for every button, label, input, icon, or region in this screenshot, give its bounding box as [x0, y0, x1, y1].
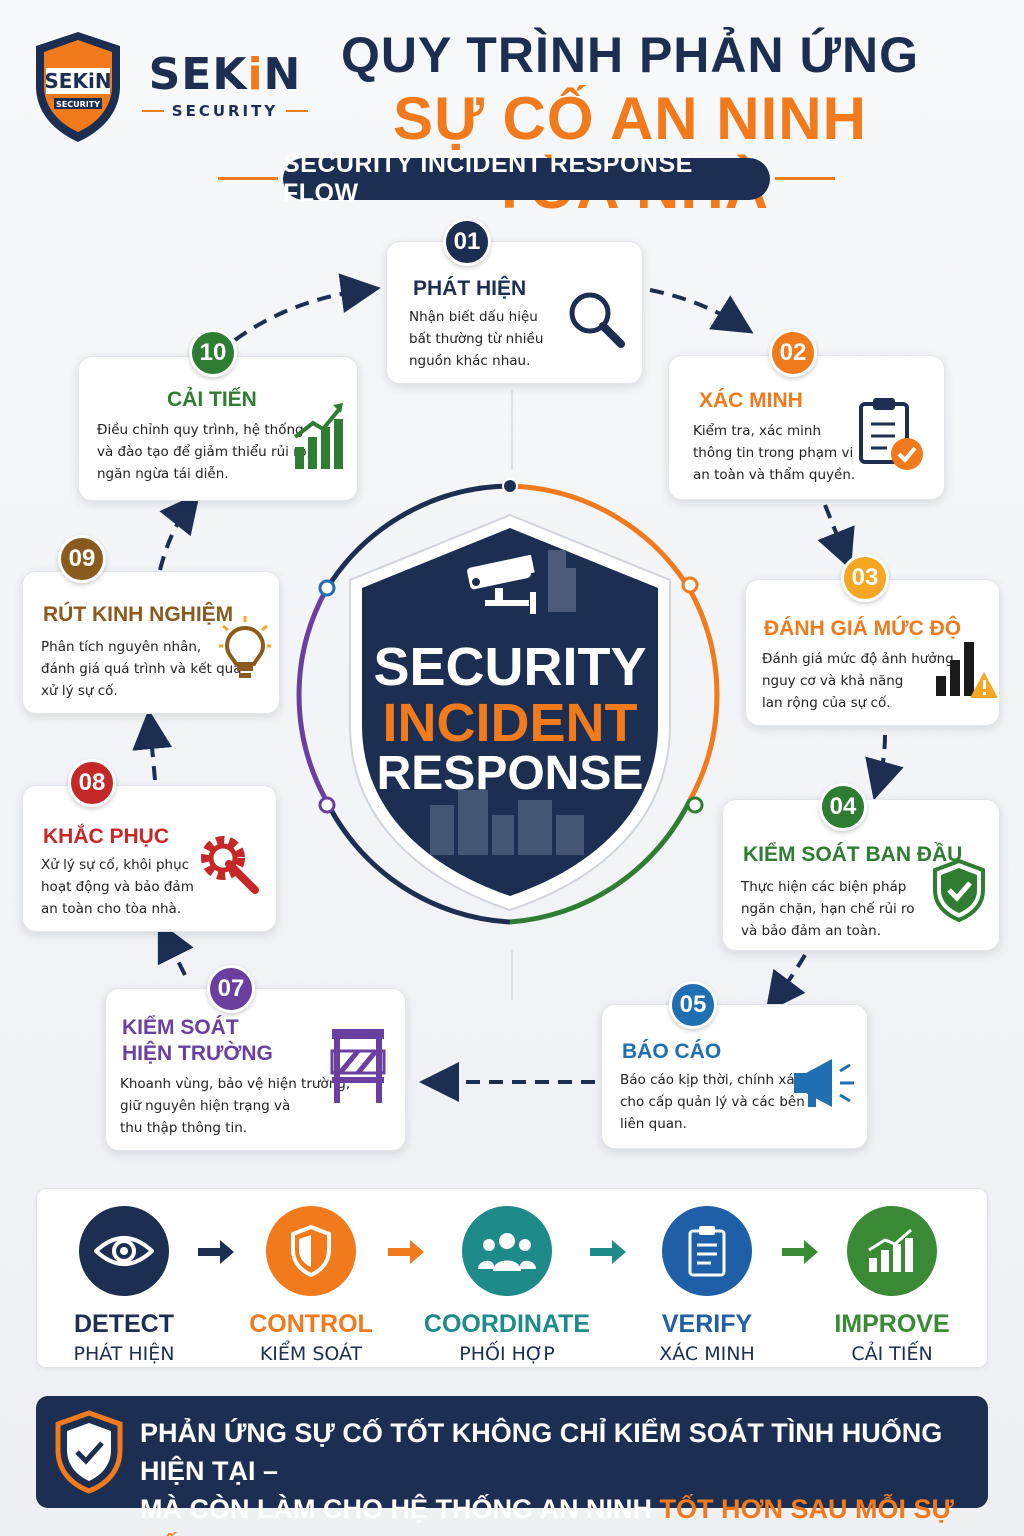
brand-name: SEKiN — [148, 49, 302, 100]
subtitle-line-right — [775, 177, 835, 180]
flow-arrow-2 — [388, 1240, 424, 1264]
team-icon — [462, 1206, 552, 1296]
step-card-09: RÚT KINH NGHIỆM Phân tích nguyên nhân, đ… — [22, 571, 280, 714]
footer-shield-icon — [55, 1410, 123, 1494]
flow-label-vi: CẢI TIẾN — [851, 1343, 933, 1365]
page-title: QUY TRÌNH PHẢN ỨNG — [340, 27, 920, 83]
step-badge-07: 07 — [207, 965, 255, 1013]
step-desc: Thực hiện các biện pháp ngăn chặn, hạn c… — [741, 879, 915, 939]
step-title: KHẮC PHỤC — [43, 825, 169, 848]
logo-shield-subtext: SECURITY — [56, 100, 100, 109]
flow-item-verify: VERIFY XÁC MINH — [622, 1206, 792, 1365]
step-title: ĐÁNH GIÁ MỨC ĐỘ — [764, 617, 962, 640]
step-title-line2: HIỆN TRƯỜNG — [122, 1042, 273, 1065]
brand-tagline: SECURITY — [140, 102, 310, 120]
step-title-line1: KIỂM SOÁT — [122, 1016, 239, 1039]
step-card-02: XÁC MINH Kiểm tra, xác minh thông tin tr… — [668, 355, 945, 500]
step-title: PHÁT HIỆN — [413, 277, 527, 300]
center-title-line1: SECURITY — [373, 637, 647, 697]
step-badge-05: 05 — [669, 981, 717, 1029]
center-title-line3: RESPONSE — [376, 747, 644, 800]
center-emblem — [296, 478, 720, 925]
flow-item-coordinate: COORDINATE PHỐI HỢP — [422, 1206, 592, 1365]
step-title: RÚT KINH NGHIỆM — [43, 603, 234, 626]
step-badge-08: 08 — [68, 759, 116, 807]
flow-label-vi: XÁC MINH — [659, 1343, 755, 1365]
step-badge-02: 02 — [769, 329, 817, 377]
step-desc: Kiểm tra, xác minh thông tin trong phạm … — [693, 423, 856, 483]
flow-arrow-4 — [782, 1240, 818, 1264]
gear-wrench-icon — [201, 836, 259, 894]
flow-item-improve: IMPROVE CẢI TIẾN — [807, 1206, 977, 1365]
flow-label-vi: KIỂM SOÁT — [259, 1343, 363, 1365]
megaphone-icon — [794, 1059, 854, 1107]
step-card-03: ĐÁNH GIÁ MỨC ĐỘ Đánh giá mức độ ảnh hưởn… — [745, 579, 1000, 726]
step-desc: Nhận biết dấu hiệu bất thường từ nhiều n… — [409, 309, 544, 369]
flow-label-en: CONTROL — [249, 1310, 373, 1338]
step-desc: Điều chỉnh quy trình, hệ thống và đào tạ… — [97, 422, 311, 482]
step-desc: Báo cáo kịp thời, chính xác cho cấp quản… — [620, 1072, 805, 1132]
step-title: XÁC MINH — [699, 389, 803, 412]
flow-label-en: IMPROVE — [834, 1310, 950, 1338]
step-card-10: CẢI TIẾN Điều chỉnh quy trình, hệ thống … — [78, 356, 358, 501]
step-card-08: KHẮC PHỤC Xử lý sự cố, khôi phục hoạt độ… — [22, 785, 277, 932]
flow-label-en: VERIFY — [661, 1310, 753, 1338]
step-badge-03: 03 — [841, 554, 889, 602]
flow-arrow-1 — [198, 1240, 234, 1264]
logo-shield: SEKiN SECURITY — [36, 32, 120, 142]
step-desc: Khoanh vùng, bảo vệ hiện trường, giữ ngu… — [120, 1076, 351, 1136]
step-title: BÁO CÁO — [622, 1040, 722, 1063]
step-card-07: KIỂM SOÁT HIỆN TRƯỜNG Khoanh vùng, bảo v… — [105, 988, 406, 1151]
footer-highlight: TỐT HƠN SAU MỖI SỰ CỐ. — [140, 1494, 954, 1536]
step-title: CẢI TIẾN — [167, 388, 257, 411]
step-desc: Xử lý sự cố, khôi phục hoạt động và bảo … — [41, 857, 194, 917]
flow-item-detect: DETECT PHÁT HIỆN — [39, 1206, 209, 1365]
flow-arrow-3 — [590, 1240, 626, 1264]
flow-label-en: DETECT — [74, 1310, 174, 1338]
step-desc: Đánh giá mức độ ảnh hưởng, nguy cơ và kh… — [762, 651, 959, 711]
step-badge-09: 09 — [58, 535, 106, 583]
growth-icon — [847, 1206, 937, 1296]
flow-label-vi: PHỐI HỢP — [459, 1343, 555, 1365]
shield-icon — [266, 1206, 356, 1296]
step-badge-10: 10 — [189, 329, 237, 377]
step-badge-04: 04 — [819, 783, 867, 831]
footer-message: PHẢN ỨNG SỰ CỐ TỐT KHÔNG CHỈ KIỂM SOÁT T… — [140, 1414, 980, 1536]
flow-label-en: COORDINATE — [423, 1310, 591, 1338]
step-card-05: BÁO CÁO Báo cáo kịp thời, chính xác cho … — [601, 1004, 868, 1149]
step-desc: Phân tích nguyên nhân, đánh giá quá trìn… — [41, 639, 242, 699]
footer-banner — [36, 1396, 988, 1508]
footer-line1: PHẢN ỨNG SỰ CỐ TỐT KHÔNG CHỈ KIỂM SOÁT T… — [140, 1418, 943, 1486]
flow-arrows — [132, 273, 904, 1102]
step-card-01: PHÁT HIỆN Nhận biết dấu hiệu bất thường … — [386, 241, 643, 384]
flow-label-vi: PHÁT HIỆN — [73, 1343, 175, 1365]
center-title-line2: INCIDENT — [382, 693, 638, 753]
lightbulb-icon — [219, 616, 271, 678]
step-title: KIỂM SOÁT BAN ĐẦU — [743, 843, 963, 866]
subtitle-line-left — [218, 177, 278, 180]
clipboard-check-icon — [859, 398, 923, 470]
footer-line2: MÀ CÒN LÀM CHO HỆ THỐNG AN NINH TỐT HƠN … — [140, 1490, 980, 1536]
barricade-icon — [330, 1029, 386, 1103]
brand: SEKiN SECURITY — [140, 49, 310, 121]
eye-icon — [79, 1206, 169, 1296]
magnifier-icon — [569, 292, 625, 348]
logo-shield-text: SEKiN — [44, 69, 111, 93]
flow-item-control: CONTROL KIỂM SOÁT — [226, 1206, 396, 1365]
clipboard-icon — [662, 1206, 752, 1296]
shield-check-icon — [933, 858, 985, 922]
growth-chart-icon — [293, 403, 343, 469]
bar-warning-icon — [936, 642, 998, 698]
security-camera-icon — [467, 554, 536, 614]
step-badge-01: 01 — [443, 218, 491, 266]
